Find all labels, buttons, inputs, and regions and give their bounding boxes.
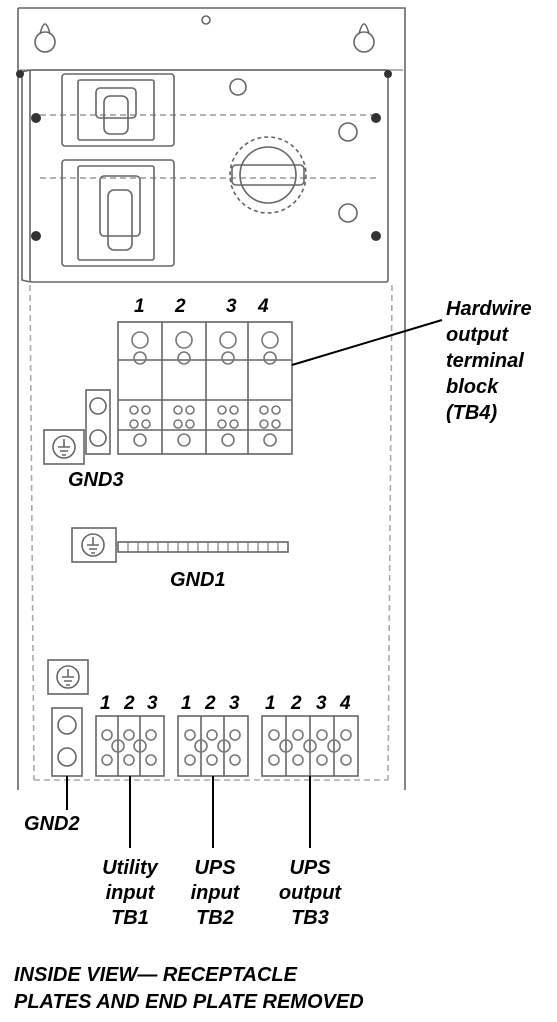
tb1-label-line: Utility: [102, 857, 158, 879]
tb2-number: 3: [229, 693, 240, 714]
tb3-block: [261, 715, 359, 777]
tb2-label-line: UPS: [194, 857, 236, 879]
tb2-label: UPS input TB2: [165, 856, 265, 931]
breaker-upper: [61, 73, 175, 147]
tb4-label-line: block: [446, 376, 499, 398]
tb4-block: [117, 321, 293, 455]
breaker-plate: [29, 69, 389, 283]
tb1-number: 2: [124, 693, 135, 714]
tb1-number: 1: [100, 693, 111, 714]
tb2-label-line: input: [190, 882, 240, 904]
tb4-number: 4: [258, 296, 269, 317]
rotary-switch: [229, 136, 307, 214]
tb3-label-line: output: [278, 882, 342, 904]
tb1-label-line: TB1: [111, 907, 149, 929]
tb3-number: 1: [265, 693, 276, 714]
tb4-leader: [291, 319, 443, 366]
keyhole-left: [34, 23, 56, 53]
gnd2-lug: [47, 659, 89, 777]
tb3-number: 2: [291, 693, 302, 714]
tb2-number: 2: [205, 693, 216, 714]
tb1-label: Utility input TB1: [80, 856, 180, 931]
breaker-lower: [61, 159, 175, 267]
tb4-label-line: output: [446, 324, 509, 346]
tb3-label: UPS output TB3: [260, 856, 360, 931]
tb3-label-line: TB3: [291, 907, 329, 929]
tb4-label: Hardwire output terminal block (TB4): [446, 296, 532, 426]
gnd2-label: GND2: [24, 813, 80, 835]
tb1-block: [95, 715, 165, 777]
cabinet-outline: [17, 7, 406, 790]
tb4-number: 1: [134, 296, 145, 317]
tb3-number: 3: [316, 693, 327, 714]
gnd3-lug: [43, 389, 111, 465]
caption-line: INSIDE VIEW— RECEPTACLE: [14, 964, 297, 986]
tb2-label-line: TB2: [196, 907, 234, 929]
tb3-number: 4: [340, 693, 351, 714]
tb1-label-line: input: [105, 882, 155, 904]
tb4-label-line: (TB4): [446, 402, 498, 424]
tb4-label-line: Hardwire: [446, 298, 532, 320]
tb4-number: 2: [175, 296, 186, 317]
gnd1-label: GND1: [170, 569, 226, 591]
tb2-number: 1: [181, 693, 192, 714]
gnd3-label: GND3: [68, 469, 124, 491]
tb4-label-line: terminal: [446, 350, 524, 372]
gnd1-bar: [71, 527, 289, 563]
keyhole-right: [353, 23, 375, 53]
tb1-number: 3: [147, 693, 158, 714]
figure-caption: INSIDE VIEW— RECEPTACLE PLATES AND END P…: [14, 962, 364, 1016]
tb2-block: [177, 715, 249, 777]
tb3-label-line: UPS: [289, 857, 331, 879]
caption-line: PLATES AND END PLATE REMOVED: [14, 991, 364, 1013]
tb4-number: 3: [226, 296, 237, 317]
